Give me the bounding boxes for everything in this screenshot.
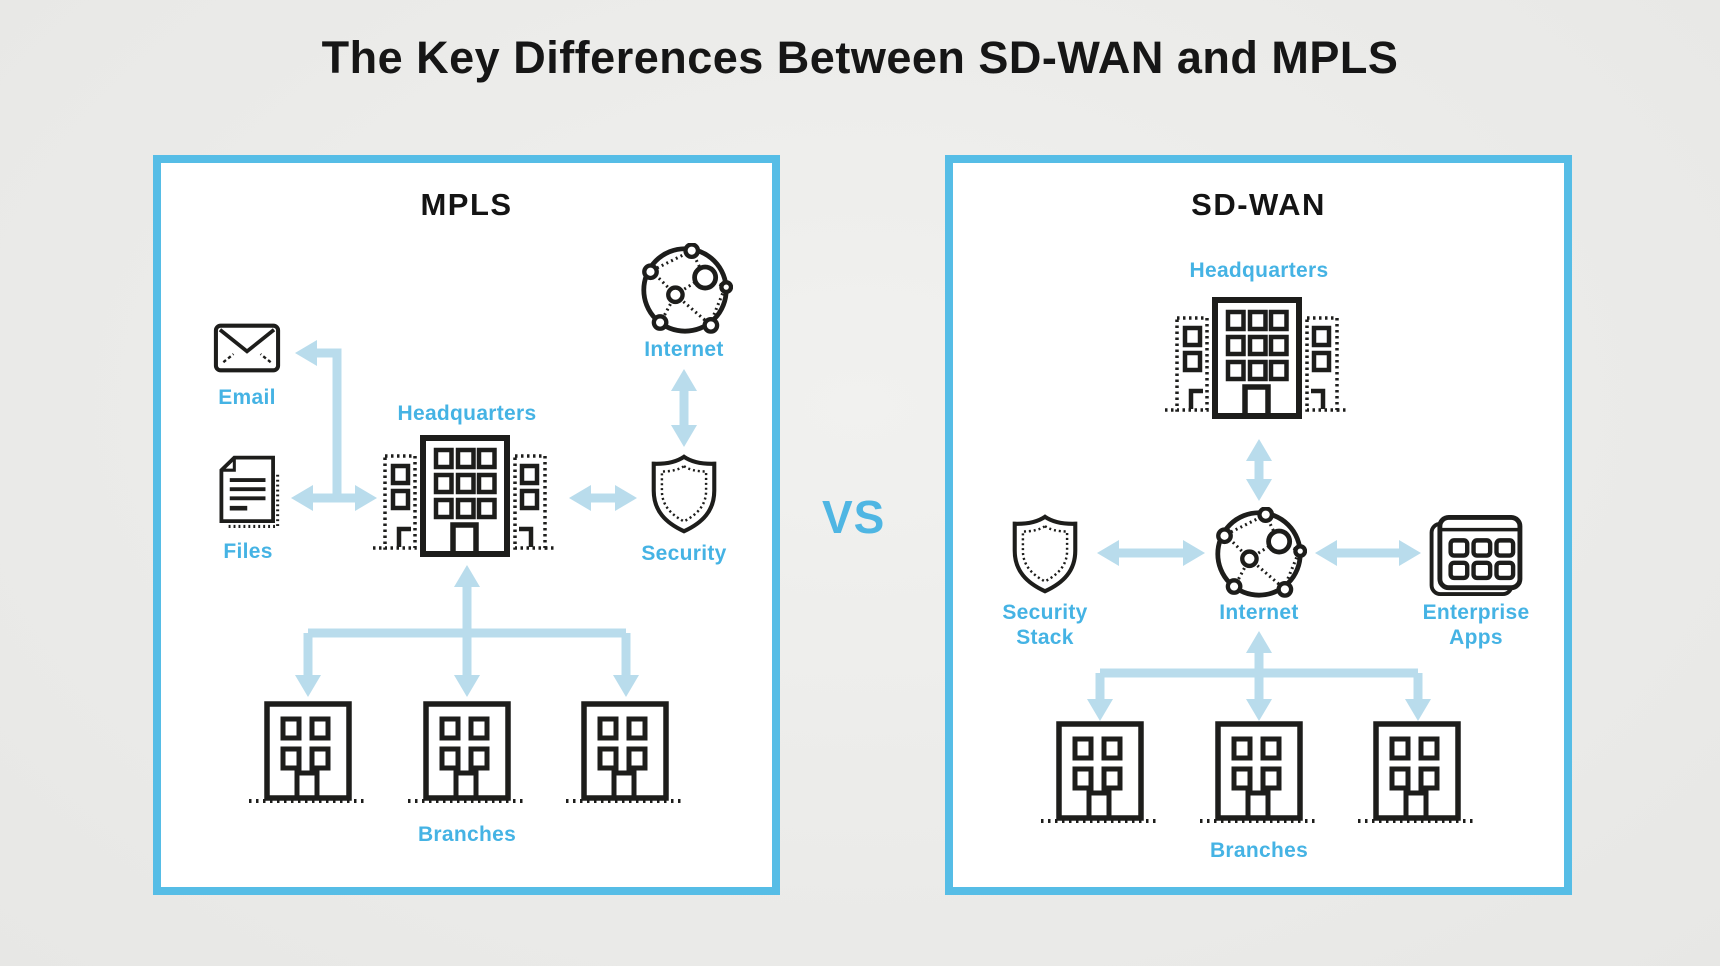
- sdwan-internet-icon: [1215, 507, 1307, 598]
- enterprise-apps-label: Enterprise Apps: [1422, 601, 1530, 649]
- mpls-headquarters-building-icon: [373, 435, 557, 557]
- files-icon: [219, 455, 280, 528]
- enterprise-apps-icon: [1429, 515, 1523, 597]
- mpls-arrowheads: [291, 340, 697, 697]
- sdwan-arrowheads: [1087, 439, 1431, 721]
- arrow-headquarters-email: [315, 348, 342, 498]
- security-stack-label: Security Stack: [1002, 601, 1088, 649]
- vs-label: VS: [822, 491, 886, 543]
- arrow-branches-internet: [1095, 651, 1423, 703]
- mpls-branches-label: Branches: [417, 823, 517, 846]
- mpls-panel-title: MPLS: [420, 187, 513, 222]
- sdwan-panel-title: SD-WAN: [1191, 187, 1326, 222]
- mpls-panel: MPLS: [153, 155, 780, 895]
- mpls-security-label: Security: [641, 542, 727, 565]
- mpls-internet-icon: [641, 243, 733, 334]
- branch-building-icon: [566, 701, 684, 803]
- sdwan-internet-label: Internet: [1219, 601, 1299, 624]
- branch-building-icon: [1200, 721, 1318, 823]
- sdwan-panel: SD-WAN: [945, 155, 1572, 895]
- page-title: The Key Differences Between SD-WAN and M…: [321, 32, 1399, 83]
- mpls-security-icon: [651, 454, 717, 534]
- sdwan-headquarters-label: Headquarters: [1189, 259, 1329, 282]
- branch-building-icon: [249, 701, 367, 803]
- sdwan-connection-arrows: [1087, 439, 1431, 721]
- arrow-branches-headquarters: [303, 585, 631, 677]
- branch-building-icon: [1358, 721, 1476, 823]
- mpls-internet-label: Internet: [644, 338, 724, 361]
- sdwan-branches-label: Branches: [1209, 839, 1309, 862]
- mpls-connection-arrows: [291, 340, 697, 697]
- mpls-headquarters-label: Headquarters: [397, 402, 537, 425]
- branch-building-icon: [1041, 721, 1159, 823]
- files-label: Files: [223, 540, 273, 563]
- email-label: Email: [218, 386, 276, 409]
- security-stack-icon: [1012, 514, 1078, 594]
- branch-building-icon: [408, 701, 526, 803]
- sdwan-headquarters-building-icon: [1165, 297, 1349, 419]
- email-icon: [213, 323, 281, 373]
